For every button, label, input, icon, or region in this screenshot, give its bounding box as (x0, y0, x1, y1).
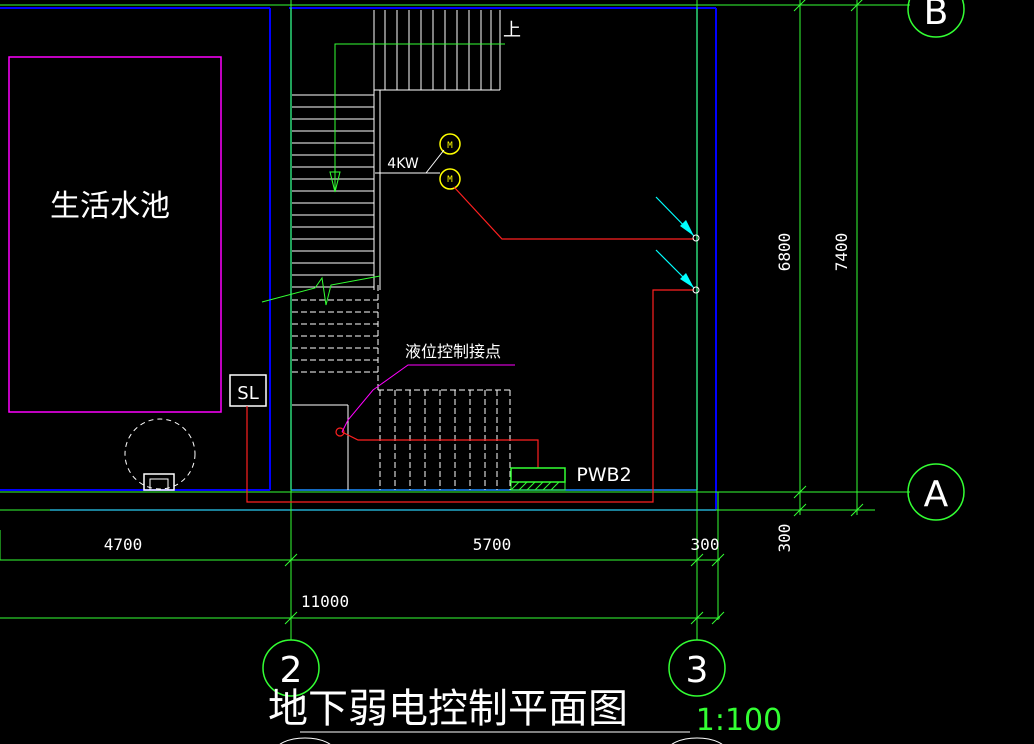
dim-bottom-right: 300 (691, 535, 720, 554)
motor-leader-diag (425, 149, 445, 174)
sump-pit (124, 418, 196, 490)
axis-bubble-a: A (907, 463, 965, 521)
pwb2-label: PWB2 (576, 464, 631, 486)
sl-label: SL (237, 383, 258, 404)
dim-right-inner: 6800 (775, 233, 794, 272)
signal-cables (246, 186, 694, 503)
sump-pump-inner (149, 478, 169, 491)
axis-bubble-3: 3 (668, 639, 726, 697)
pwb2-panel (510, 467, 566, 491)
motor-upper-symbol: M (447, 141, 453, 151)
motor-lower-symbol: M (447, 175, 453, 185)
stair-break-line (261, 275, 381, 306)
stair-upper-flight (373, 10, 501, 290)
axis-label-2: 2 (280, 650, 303, 691)
outer-walls (0, 7, 717, 511)
dim-bottom-left: 4700 (104, 535, 143, 554)
axis-bubble-b: B (907, 0, 965, 38)
detector-upper (655, 196, 700, 242)
partial-bubble-right (671, 737, 723, 744)
partial-bubble-left (279, 737, 331, 744)
stair-left-flight-dashed (292, 285, 379, 392)
stair-landing (292, 404, 349, 490)
water-tank-outline (8, 56, 222, 413)
sl-box (229, 374, 267, 407)
motor-upper: M (439, 133, 461, 155)
detector-lower (655, 249, 700, 294)
water-tank-label: 生活水池 (50, 189, 170, 224)
stair-direction-arrow (329, 43, 505, 193)
dim-right-outer: 7400 (832, 233, 851, 272)
grid-lines (0, 0, 910, 640)
drawing-title: 地下弱电控制平面图 (268, 686, 628, 732)
motor-lower: M (439, 168, 461, 190)
power-label: 4KW (387, 156, 419, 172)
dim-right-lower: 300 (775, 524, 794, 553)
stair-up-label: 上 (503, 20, 521, 41)
drawing-scale: 1:100 (696, 703, 782, 738)
axis-label-b: B (924, 0, 949, 33)
axis-bubble-2: 2 (262, 639, 320, 697)
axis-label-3: 3 (686, 650, 709, 691)
level-control-leader (341, 364, 515, 433)
axis-label-a: A (924, 474, 949, 515)
level-contact-point (335, 427, 345, 437)
level-control-label: 液位控制接点 (405, 342, 501, 361)
stair-left-flight (292, 94, 374, 288)
dim-total: 11000 (301, 592, 349, 611)
inner-walls (290, 8, 698, 491)
dim-bottom-middle: 5700 (473, 535, 512, 554)
